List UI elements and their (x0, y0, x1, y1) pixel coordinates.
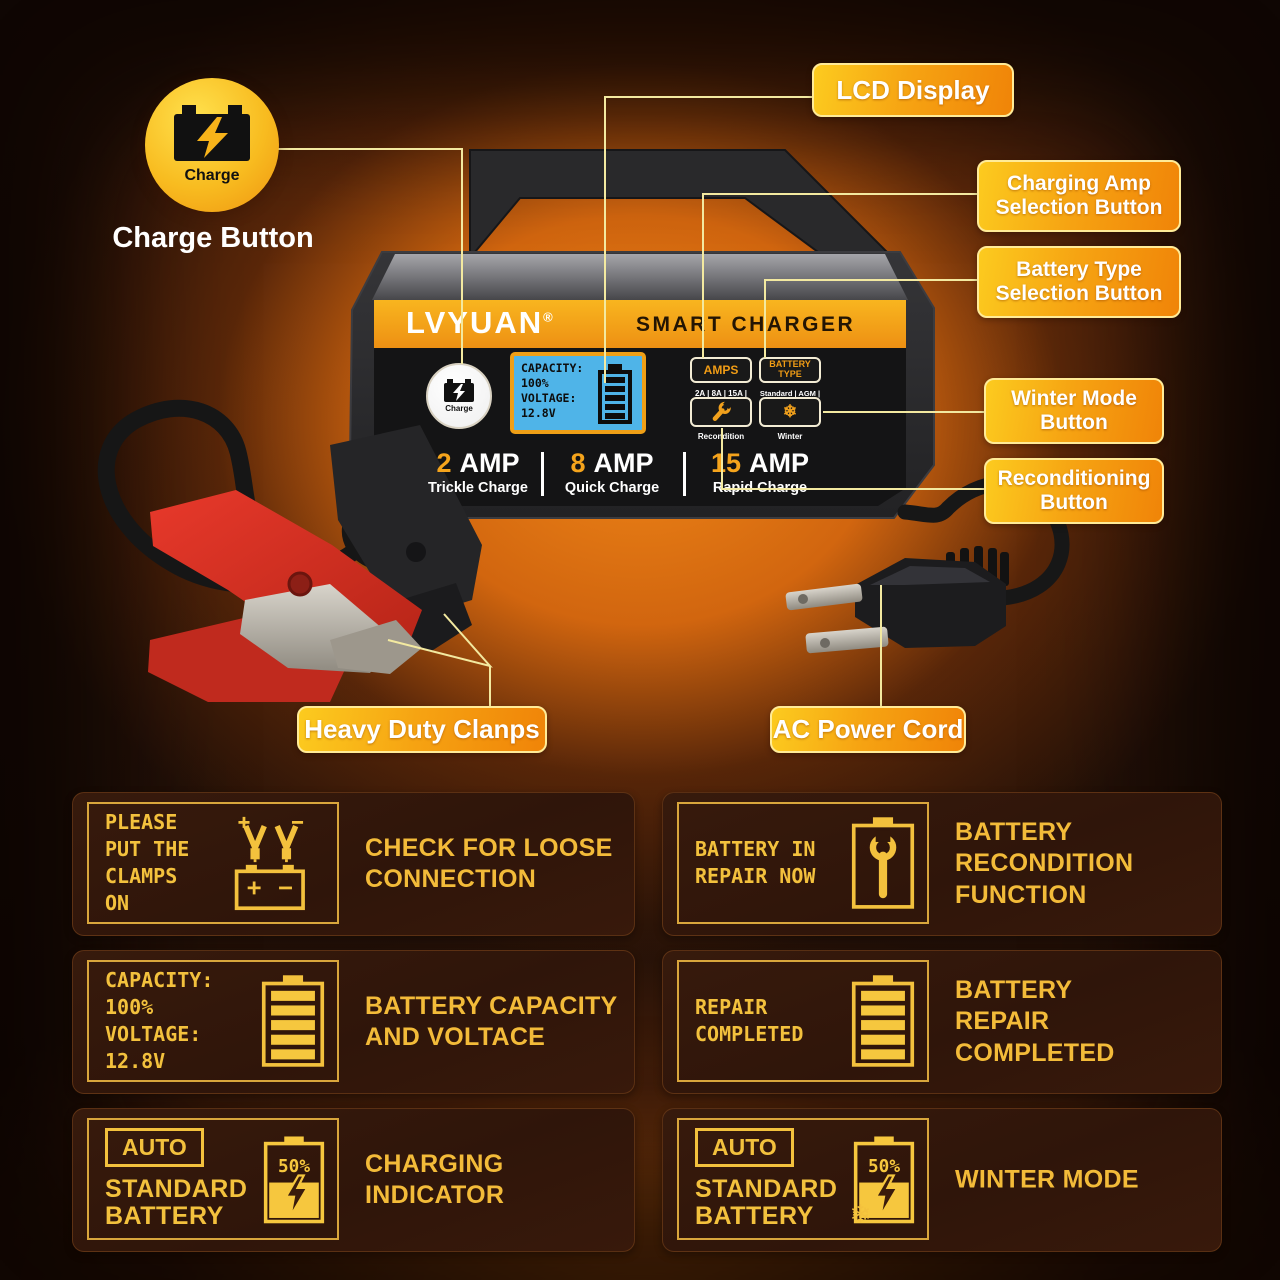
mode-name: Trickle Charge (428, 480, 528, 496)
snowflake-icon: ❄ (782, 402, 798, 421)
lcd-text: CAPACITY: 100% VOLTAGE: 12.8V (521, 361, 584, 420)
battery-capacity-icon (261, 975, 325, 1067)
reconditioning-callout: Reconditioning Button (984, 458, 1164, 524)
auto-badge: AUTO (695, 1128, 794, 1167)
mode-unit: AMP (749, 448, 810, 478)
charging-amp-callout: Charging Amp Selection Button (977, 160, 1181, 232)
lcd-display: CAPACITY: 100% VOLTAGE: 12.8V (510, 352, 646, 434)
percent-label: 50% (278, 1157, 310, 1177)
snowflake-icon: ❄ (849, 1199, 872, 1229)
auto-badge: AUTO (105, 1128, 204, 1167)
battery-type-button: BATTERY TYPE (759, 357, 821, 383)
card-winter-mode: AUTO STANDARD BATTERY ❄ 50% WINTER MODE (662, 1108, 1222, 1252)
screen-text: STANDARD BATTERY (695, 1175, 838, 1230)
charge-button: Charge (426, 363, 492, 429)
wrench-battery-icon (851, 817, 915, 909)
mode-name: Quick Charge (564, 480, 660, 496)
recondition-button (690, 397, 752, 427)
product-name: SMART CHARGER (636, 313, 856, 336)
winter-caption: Winter (777, 432, 803, 441)
screen-text: STANDARD BATTERY (105, 1175, 248, 1230)
screen-text: PLEASE PUT THE CLAMPS ON (105, 810, 190, 915)
card-check-connection: PLEASE PUT THE CLAMPS ON C (72, 792, 635, 936)
card-description: BATTERY RECONDITION FUNCTION (955, 818, 1134, 909)
mode-value: 2 (436, 448, 452, 478)
mode-value: 8 (570, 448, 586, 478)
charger-screen-sample: PLEASE PUT THE CLAMPS ON (87, 802, 339, 924)
clamps-battery-icon (234, 816, 306, 911)
card-description: CHECK FOR LOOSE CONNECTION (365, 833, 613, 893)
charger-screen-sample: CAPACITY: 100% VOLTAGE: 12.8V (87, 960, 339, 1082)
card-description: BATTERY REPAIR COMPLETED (955, 976, 1115, 1067)
charge-button-caption: Charge (445, 404, 473, 413)
battery-bolt-icon (444, 379, 474, 402)
lcd-display-callout: LCD Display (812, 63, 1014, 117)
amps-button: AMPS (690, 357, 752, 383)
registered-mark: ® (543, 309, 555, 325)
brand-logo: LVYUAN® (406, 305, 555, 340)
mode-separator (541, 452, 544, 496)
screen-text: BATTERY IN REPAIR NOW (695, 837, 816, 888)
mode-value: 15 (710, 448, 742, 478)
screen-text: CAPACITY: 100% VOLTAGE: 12.8V (105, 968, 214, 1073)
card-repair-completed: REPAIR COMPLETED BATTERY REPAIR COMPLETE… (662, 950, 1222, 1094)
percent-label: 50% (868, 1157, 900, 1177)
lcd-battery-icon (598, 364, 632, 424)
charger-screen-sample: REPAIR COMPLETED (677, 960, 929, 1082)
screen-text: REPAIR COMPLETED (695, 995, 804, 1046)
wrench-icon (712, 400, 733, 421)
card-description: CHARGING INDICATOR (365, 1149, 505, 1209)
amps-button-label: AMPS (703, 363, 739, 377)
battery-clamps (148, 425, 482, 702)
mode-unit: AMP (593, 448, 654, 478)
card-recondition-function: BATTERY IN REPAIR NOW BATTERY RECONDITIO… (662, 792, 1222, 936)
card-description: BATTERY CAPACITY AND VOLTACE (365, 991, 618, 1051)
card-charging-indicator: AUTO STANDARD BATTERY 50% CHARGING INDIC… (72, 1108, 635, 1252)
card-description: WINTER MODE (955, 1165, 1139, 1194)
battery-type-callout: Battery Type Selection Button (977, 246, 1181, 318)
charge-button-callout-icon: Charge (145, 78, 279, 212)
charge-icon-caption: Charge (184, 167, 240, 184)
charger-screen-sample: AUTO STANDARD BATTERY 50% (87, 1118, 339, 1240)
battery-winter-icon: 50% (853, 1136, 915, 1224)
info-cards: PLEASE PUT THE CLAMPS ON C (72, 792, 1222, 1252)
winter-button: ❄ (759, 397, 821, 427)
ac-power-cord-callout: AC Power Cord (770, 706, 966, 753)
mode-unit: AMP (459, 448, 520, 478)
mode-separator (683, 452, 686, 496)
battery-bolt-icon (174, 105, 250, 161)
charger-screen-sample: BATTERY IN REPAIR NOW (677, 802, 929, 924)
battery-charging-icon: 50% (263, 1136, 325, 1224)
heavy-duty-clamps-callout: Heavy Duty Clanps (297, 706, 547, 753)
charge-button-label: Charge Button (112, 222, 314, 254)
charger-screen-sample: AUTO STANDARD BATTERY ❄ 50% (677, 1118, 929, 1240)
card-capacity-voltage: CAPACITY: 100% VOLTAGE: 12.8V BATTERY CA… (72, 950, 635, 1094)
battery-full-icon (851, 975, 915, 1067)
winter-mode-callout: Winter Mode Button (984, 378, 1164, 444)
battery-type-button-label: BATTERY TYPE (769, 359, 811, 379)
